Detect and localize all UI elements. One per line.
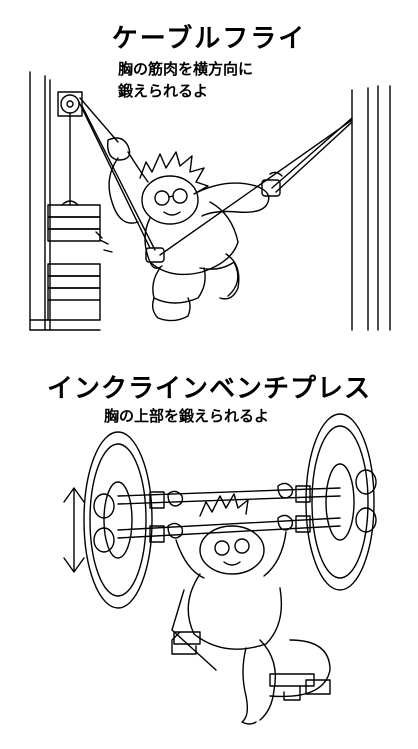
incline-bench-press-caption: 胸の上部を鍛えられるよ: [104, 407, 270, 425]
cable-fly-illustration: [29, 71, 391, 331]
cable-fly-caption-line1: 胸の筋肉を横方向に: [118, 60, 254, 78]
cable-fly-caption-line2: 鍛えられるよ: [118, 82, 209, 100]
incline-bench-press-title: インクラインベンチプレス: [46, 374, 371, 404]
cable-fly-caption: 胸の筋肉を横方向に 鍛えられるよ: [118, 58, 253, 102]
cable-fly-title: ケーブルフライ: [111, 24, 307, 54]
